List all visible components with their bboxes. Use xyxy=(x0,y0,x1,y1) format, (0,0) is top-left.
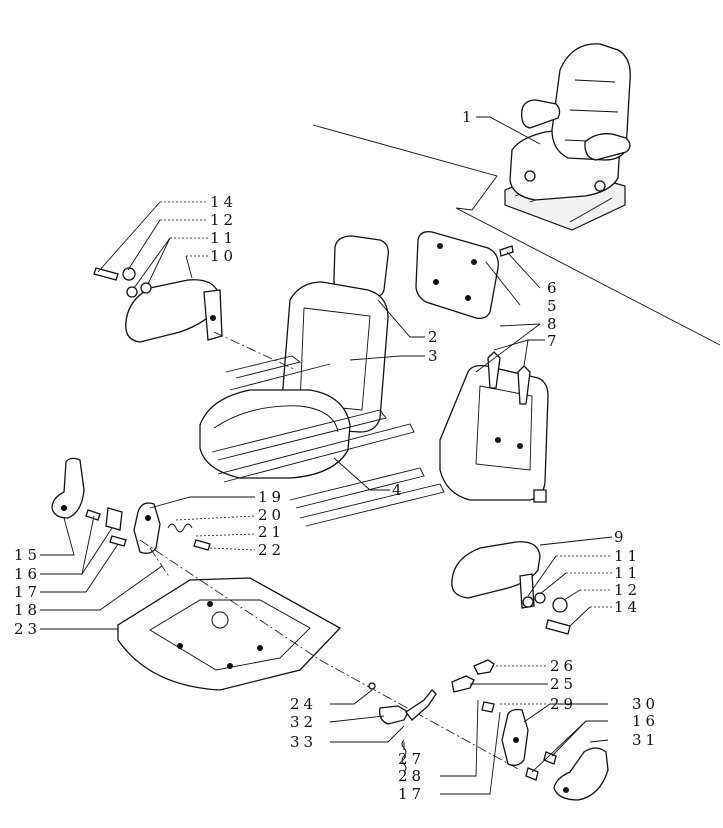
label-8: 8 xyxy=(547,315,561,333)
label-17: 17 xyxy=(14,583,41,601)
label-25: 25 xyxy=(550,675,577,693)
label-19: 19 xyxy=(258,488,285,506)
part-19-bracket xyxy=(133,502,211,554)
label-24: 24 xyxy=(290,695,317,713)
label-11-lower: 11 xyxy=(614,564,641,582)
part-15-left-bracket xyxy=(51,457,127,547)
label-12: 12 xyxy=(210,211,237,229)
label-14: 14 xyxy=(210,193,237,211)
label-26: 26 xyxy=(550,657,577,675)
label-9: 9 xyxy=(614,528,628,546)
part-8-back-shell xyxy=(439,351,549,503)
hardware-9-group xyxy=(522,592,571,635)
label-11: 11 xyxy=(210,229,237,247)
label-20: 20 xyxy=(258,506,285,524)
label-33: 33 xyxy=(290,733,317,751)
label-28: 28 xyxy=(398,767,425,785)
part-5-plate xyxy=(415,231,514,320)
label-21: 21 xyxy=(258,523,285,541)
part-31-bracket xyxy=(553,747,609,801)
callout-labels: 1 14 12 11 10 6 5 8 7 2 3 4 19 20 21 22 … xyxy=(14,108,659,803)
part-1-seat-assembly xyxy=(504,43,631,231)
label-29: 29 xyxy=(550,695,577,713)
hardware-10-group xyxy=(93,267,152,298)
label-5: 5 xyxy=(547,297,561,315)
label-16: 16 xyxy=(14,565,41,583)
part-30-right-bracket xyxy=(481,701,557,781)
label-30: 30 xyxy=(632,695,659,713)
label-4: 4 xyxy=(392,481,406,499)
label-23: 23 xyxy=(14,620,41,638)
label-10: 10 xyxy=(210,247,237,265)
label-15: 15 xyxy=(14,546,41,564)
label-22: 22 xyxy=(258,541,285,559)
part-24-lever xyxy=(368,682,437,725)
label-27: 27 xyxy=(398,750,425,768)
label-7: 7 xyxy=(547,332,561,350)
part-23-base-plate xyxy=(117,577,342,691)
label-12-right: 12 xyxy=(614,581,641,599)
part-10-left-armrest xyxy=(125,279,223,343)
label-14-right: 14 xyxy=(614,598,641,616)
label-32: 32 xyxy=(290,713,317,731)
label-16-right: 16 xyxy=(632,712,659,730)
label-3: 3 xyxy=(428,347,442,365)
label-11-upper: 11 xyxy=(614,547,641,565)
part-2-3-4-seat xyxy=(199,235,389,479)
leader-lines xyxy=(40,116,613,795)
label-2: 2 xyxy=(428,328,442,346)
label-1: 1 xyxy=(462,108,476,126)
label-31: 31 xyxy=(632,731,659,749)
label-18: 18 xyxy=(14,601,41,619)
label-17-lower: 17 xyxy=(398,785,425,803)
part-25-26-handle xyxy=(451,659,495,693)
label-6: 6 xyxy=(547,279,561,297)
